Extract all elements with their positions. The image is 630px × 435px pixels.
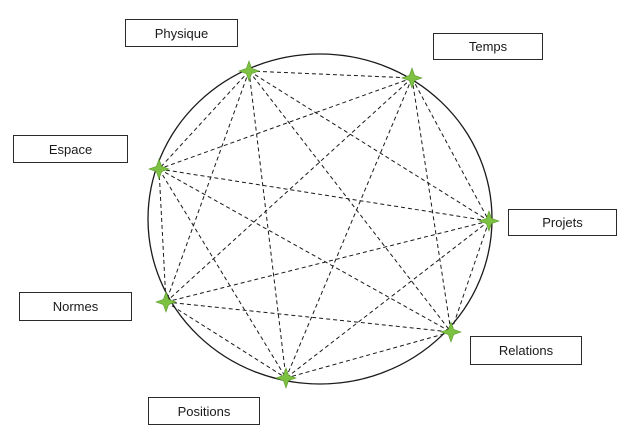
star-marker-positions (275, 367, 297, 389)
star-marker-physique (238, 60, 260, 82)
label-temps: Temps (433, 33, 543, 60)
label-positions: Positions (148, 397, 260, 425)
edge-physique-temps (248, 70, 413, 79)
edge-espace-positions (158, 168, 287, 379)
label-relations: Relations (470, 336, 582, 365)
edge-espace-relations (158, 168, 452, 333)
edges-layer (158, 70, 490, 379)
edge-normes-relations (165, 301, 452, 333)
edge-temps-projets (411, 77, 490, 222)
star-marker-normes (155, 291, 177, 313)
edge-physique-espace (158, 70, 250, 170)
star-marker-espace (148, 158, 170, 180)
edge-temps-positions (285, 77, 413, 379)
edge-physique-normes (165, 70, 250, 303)
edge-espace-normes (158, 168, 167, 303)
edge-normes-positions (165, 301, 287, 379)
star-marker-projets (478, 210, 500, 232)
edge-temps-normes (165, 77, 413, 303)
label-espace: Espace (13, 135, 128, 163)
edge-espace-projets (158, 168, 490, 222)
edge-physique-projets (248, 70, 490, 222)
edge-temps-espace (158, 77, 413, 170)
label-normes: Normes (19, 292, 132, 321)
stars-layer (148, 60, 500, 389)
edge-projets-relations (450, 220, 490, 333)
star-marker-relations (440, 321, 462, 343)
star-marker-temps (401, 67, 423, 89)
edge-physique-positions (248, 70, 287, 379)
label-physique: Physique (125, 19, 238, 47)
label-projets: Projets (508, 209, 617, 236)
edge-projets-positions (285, 220, 490, 379)
edge-temps-relations (411, 77, 452, 333)
edge-relations-positions (285, 331, 452, 379)
edge-physique-relations (248, 70, 452, 333)
